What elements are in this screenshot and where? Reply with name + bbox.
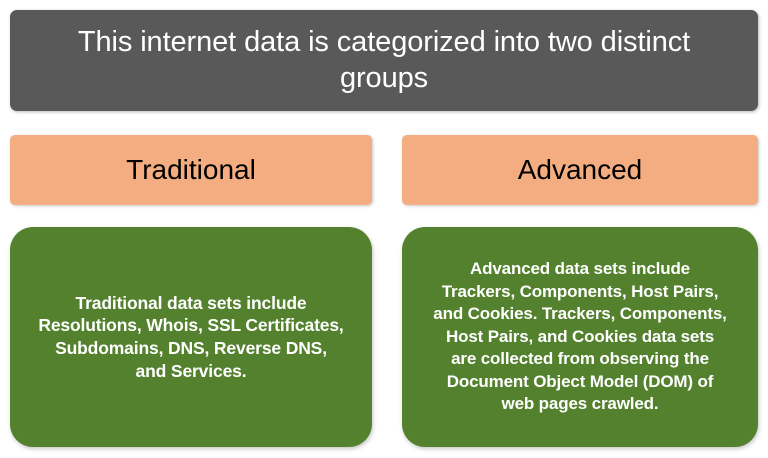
category-header-traditional: Traditional bbox=[10, 135, 372, 205]
category-header-advanced-label: Advanced bbox=[517, 153, 643, 185]
description-text-advanced: Advanced data sets include Trackers, Com… bbox=[433, 259, 727, 414]
description-panel-traditional: Traditional data sets include Resolution… bbox=[10, 227, 372, 447]
header-banner: This internet data is categorized into t… bbox=[10, 10, 758, 111]
description-panel-advanced: Advanced data sets include Trackers, Com… bbox=[402, 227, 758, 447]
description-text-traditional: Traditional data sets include Resolution… bbox=[38, 292, 344, 381]
category-header-advanced: Advanced bbox=[402, 135, 758, 205]
header-title: This internet data is categorized into t… bbox=[77, 26, 691, 94]
category-header-traditional-label: Traditional bbox=[126, 153, 256, 185]
